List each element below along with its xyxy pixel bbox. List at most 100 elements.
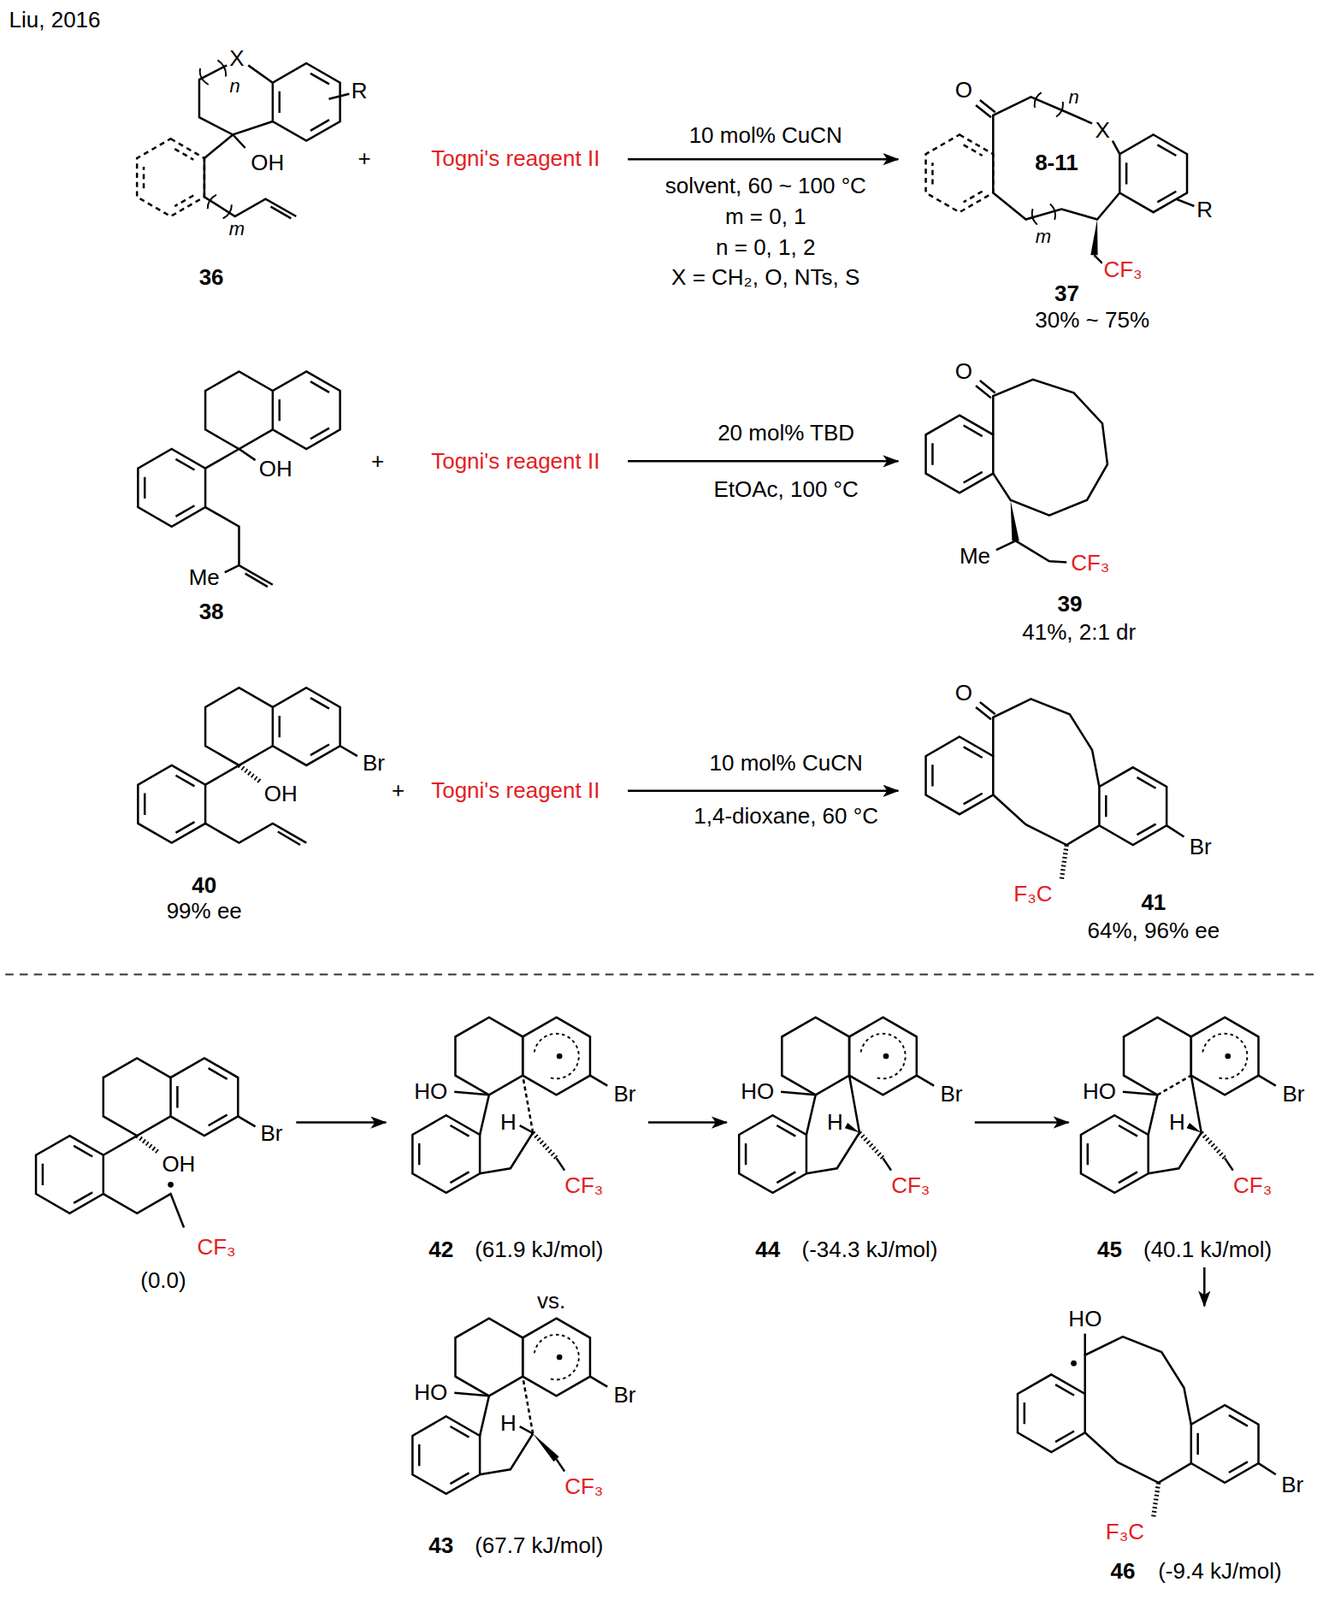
spiro-intermediate: [1080, 1017, 1276, 1194]
atom-label: H: [1168, 1110, 1187, 1136]
repeat-index: n: [228, 75, 241, 97]
repeat-index: m: [1034, 225, 1052, 248]
atom-label: Br: [361, 750, 386, 777]
plus-sign: +: [370, 448, 385, 475]
benzene-ring: [1119, 135, 1188, 213]
compound-number: 38: [198, 599, 225, 626]
bond-lines: [103, 1193, 184, 1228]
atom-label: H: [499, 1110, 518, 1136]
forming-bond: [522, 1376, 533, 1435]
atom-label: HO: [1067, 1306, 1103, 1333]
atom-label: OH: [160, 1151, 196, 1178]
condition-text: 20 mol% TBD: [716, 420, 856, 447]
compound-number: 46: [1110, 1559, 1137, 1585]
atom-label: CF₃: [563, 1173, 604, 1199]
dashed-separator: [5, 974, 1318, 976]
structure-36: [136, 59, 349, 219]
tetralol-core: [137, 687, 358, 843]
macrocycle: [1017, 1336, 1276, 1483]
condition-text: 10 mol% CuCN: [708, 750, 864, 777]
atom-label: Br: [613, 1081, 638, 1108]
atom-label: F₃C: [1104, 1519, 1146, 1546]
spiro-intermediate: [738, 1017, 934, 1194]
wedge-bond: [532, 1434, 560, 1463]
radical-start: [35, 1057, 256, 1228]
benzene-ring: [272, 63, 341, 142]
mechanism-arrow: [648, 1121, 727, 1124]
atom-label: CF₃: [890, 1173, 931, 1199]
hashed-bond: [532, 1132, 556, 1158]
repeat-brackets: [200, 59, 232, 219]
energy-value: (-34.3 kJ/mol): [801, 1237, 940, 1264]
compound-number: 39: [1057, 591, 1084, 618]
energy-value: (0.0): [139, 1268, 187, 1294]
carbonyl-bond: [975, 702, 996, 720]
hashed-bond: [1153, 1482, 1159, 1518]
atom-label: CF₃: [195, 1234, 237, 1261]
structure-39: [926, 379, 1108, 563]
structure-38: [137, 371, 340, 587]
atom-label: Me: [188, 565, 221, 591]
energy-value: (61.9 kJ/mol): [473, 1237, 604, 1264]
condition-text: EtOAc, 100 °C: [712, 477, 859, 503]
compound-number: 36: [198, 265, 225, 291]
structure-44: [738, 1017, 934, 1194]
compound-number: 42: [427, 1237, 455, 1264]
condition-text: 1,4-dioxane, 60 °C: [692, 803, 880, 830]
ring-size-label: 8-11: [1033, 150, 1080, 177]
energy-value: (67.7 kJ/mol): [473, 1533, 604, 1560]
bond-lines: [975, 96, 1194, 263]
atom-label: O: [954, 359, 974, 385]
benzene-ring: [137, 448, 206, 527]
structure-46: [1017, 1334, 1276, 1518]
atom-label: O: [954, 680, 974, 707]
structure-43: [412, 1318, 608, 1495]
tetralol-core: [35, 1057, 256, 1213]
mechanism-arrow: [974, 1121, 1070, 1124]
yield-text: 64%, 96% ee: [1086, 918, 1222, 945]
reagent-name: Togni's reagent II: [430, 778, 601, 804]
breaking-bond: [1157, 1075, 1191, 1096]
compound-number: 43: [427, 1533, 455, 1560]
reagent-name: Togni's reagent II: [430, 146, 601, 172]
atom-label: HO: [413, 1079, 449, 1105]
atom-label: CF₃: [1102, 257, 1143, 284]
hashed-bond: [859, 1132, 883, 1158]
atom-label: HO: [1081, 1079, 1117, 1105]
bond-lines: [975, 379, 1108, 563]
atom-label: Br: [939, 1081, 964, 1108]
atom-label: R: [1195, 197, 1214, 224]
macrocycle: [926, 698, 1185, 845]
atom-label: Br: [1280, 1472, 1305, 1499]
spiro-intermediate: [412, 1017, 608, 1194]
wedge-bond: [1010, 500, 1020, 542]
condition-text: solvent, 60 ~ 100 °C: [664, 173, 868, 200]
optional-benzene-ring: [926, 135, 994, 213]
radical-dot: [167, 1181, 174, 1188]
atom-label: OH: [258, 456, 294, 483]
benzene-ring: [272, 371, 341, 449]
allyl-bonds: [205, 823, 307, 845]
atom-label: Br: [1188, 834, 1213, 861]
reagent-name: Togni's reagent II: [430, 448, 601, 475]
ring-bonds: [205, 371, 273, 449]
atom-label: Br: [1281, 1081, 1306, 1108]
mechanism-arrow: [1203, 1267, 1206, 1306]
repeat-index: n: [1068, 86, 1081, 108]
atom-label: OH: [249, 150, 285, 177]
atom-label: OH: [263, 781, 299, 808]
reaction-arrow: [627, 158, 898, 161]
ee-text: 99% ee: [165, 898, 243, 925]
atom-label: Me: [958, 543, 992, 570]
compound-number: 37: [1053, 281, 1081, 308]
yield-text: 41%, 2:1 dr: [1021, 620, 1137, 646]
plus-sign: +: [390, 778, 406, 804]
plus-sign: +: [357, 146, 373, 172]
atom-label: HO: [413, 1380, 449, 1406]
structure-37: [926, 92, 1195, 264]
atom-label: X: [228, 46, 245, 72]
atom-label: CF₃: [1232, 1173, 1273, 1199]
spiro-intermediate: [412, 1318, 608, 1495]
condition-text: 10 mol% CuCN: [688, 123, 844, 149]
